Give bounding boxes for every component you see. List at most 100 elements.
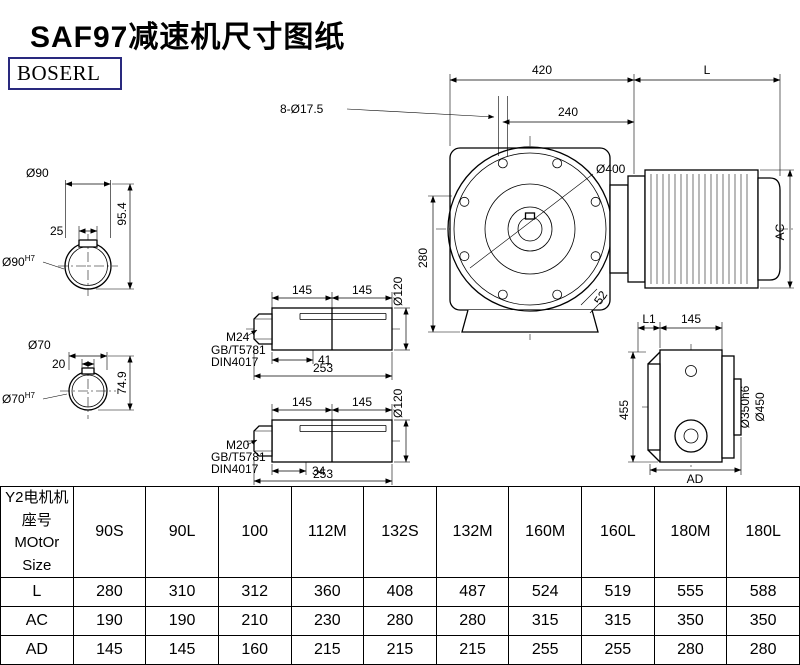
- label-flange-diameter: Ø400: [596, 162, 626, 176]
- table-cell: 312: [217, 577, 292, 607]
- dim-145: 145: [681, 312, 701, 326]
- table-cell: 310: [145, 577, 219, 607]
- column-header: 90S: [72, 486, 147, 578]
- motor-size-table: Y2电机机座号 MOtOr Size 90S 90L 100 112M 132S…: [0, 486, 800, 665]
- dim-L1: L1: [642, 312, 656, 326]
- dim-41: 41: [318, 353, 332, 367]
- output-shaft-detail-m24: 145 145 Ø120 M24 GB/T5781 DIN4017 41: [211, 276, 410, 380]
- label-spigot-diameter: Ø350h6: [738, 385, 752, 428]
- header-cn: Y2电机机座号: [5, 489, 69, 529]
- table-cell: 215: [435, 635, 510, 665]
- table-cell: 145: [72, 635, 147, 665]
- dim-145-left: 145: [292, 283, 312, 297]
- label-bolt-holes: 8-Ø17.5: [280, 102, 324, 116]
- column-header: 180L: [726, 486, 800, 578]
- dim-253: 253: [313, 467, 333, 481]
- table-cell: 315: [508, 606, 582, 636]
- label-gb-standard: GB/T5781: [211, 450, 266, 464]
- dim-253: 253: [313, 361, 333, 375]
- dim-20: 20: [52, 357, 66, 371]
- table-cell: 588: [726, 577, 800, 607]
- table-cell: 280: [435, 606, 510, 636]
- column-header: 160L: [581, 486, 655, 578]
- table-cell: 280: [653, 635, 728, 665]
- table-cell: 215: [290, 635, 365, 665]
- table-cell: 519: [581, 577, 655, 607]
- table-cell: 255: [508, 635, 582, 665]
- dim-95-4: 95.4: [115, 202, 129, 226]
- table-cell: 145: [145, 635, 219, 665]
- column-header: 180M: [653, 486, 728, 578]
- table-cell: 215: [363, 635, 437, 665]
- table-cell: 190: [72, 606, 147, 636]
- table-cell: 280: [726, 635, 800, 665]
- column-header: 90L: [145, 486, 219, 578]
- side-view: L1 145 455 Ø350h6 Ø450 AD: [617, 312, 767, 486]
- dim-145-left: 145: [292, 395, 312, 409]
- table-cell: 280: [363, 606, 437, 636]
- label-thread-m24: M24: [226, 330, 250, 344]
- table-cell: 315: [581, 606, 655, 636]
- table-cell: 255: [581, 635, 655, 665]
- output-shaft-detail-m20: 145 145 Ø120 M20 GB/T5781 DIN4017 34: [211, 388, 410, 485]
- technical-drawing: Ø90 95.4 25 Ø90H7 Ø70 74.9: [2, 63, 795, 486]
- table-cell: 190: [145, 606, 219, 636]
- row-label: L: [0, 577, 74, 607]
- table-cell: 350: [726, 606, 800, 636]
- dim-34: 34: [312, 464, 326, 478]
- dim-o120: Ø120: [391, 276, 405, 306]
- dim-25: 25: [50, 224, 64, 238]
- table-header-motor-size: Y2电机机座号 MOtOr Size: [0, 486, 74, 578]
- table-cell: 280: [72, 577, 147, 607]
- page-title: SAF97减速机尺寸图纸: [30, 21, 346, 54]
- shaft-end-view-70: Ø70 74.9 20 Ø70H7: [2, 338, 134, 419]
- column-header: 100: [217, 486, 292, 578]
- dim-L: L: [704, 63, 711, 77]
- dim-420: 420: [532, 63, 552, 77]
- table-cell: 408: [363, 577, 437, 607]
- label-o70h7: Ø70H7: [2, 391, 35, 406]
- dim-o120: Ø120: [391, 388, 405, 418]
- column-header: 132M: [435, 486, 510, 578]
- label-gb-standard: GB/T5781: [211, 343, 266, 357]
- drawing-sheet: SAF97减速机尺寸图纸 BOSERL Ø90 95.4: [0, 21, 800, 665]
- table-cell: 230: [290, 606, 365, 636]
- boserl-logo-text: BOSERL: [17, 61, 101, 85]
- dim-o90: Ø90: [26, 166, 49, 180]
- dim-o70: Ø70: [28, 338, 51, 352]
- dim-74-9: 74.9: [115, 371, 129, 395]
- dim-145-right: 145: [352, 395, 372, 409]
- dim-AD: AD: [687, 472, 704, 486]
- dim-280: 280: [416, 248, 430, 268]
- column-header: 160M: [508, 486, 582, 578]
- dim-240: 240: [558, 105, 578, 119]
- table-cell: 160: [217, 635, 292, 665]
- label-o90h7: Ø90H7: [2, 254, 35, 269]
- dim-455: 455: [617, 400, 631, 420]
- column-header: 132S: [363, 486, 437, 578]
- table-cell: 487: [435, 577, 510, 607]
- header-en: MOtOr Size: [14, 534, 60, 574]
- table-cell: 524: [508, 577, 582, 607]
- shaft-end-view-90: Ø90 95.4 25 Ø90H7: [2, 166, 134, 296]
- column-header: 112M: [290, 486, 365, 578]
- dim-AC: AC: [773, 223, 787, 240]
- table-row-L: L 280 310 312 360 408 487 524 519 555 58…: [0, 577, 800, 607]
- table-header-row: Y2电机机座号 MOtOr Size 90S 90L 100 112M 132S…: [0, 486, 800, 578]
- dim-145-right: 145: [352, 283, 372, 297]
- table-cell: 210: [217, 606, 292, 636]
- table-cell: 555: [653, 577, 728, 607]
- label-din-standard: DIN4017: [211, 355, 259, 369]
- table-cell: 360: [290, 577, 365, 607]
- table-row-AC: AC 190 190 210 230 280 280 315 315 350 3…: [0, 606, 800, 636]
- label-thread-m20: M20: [226, 438, 250, 452]
- label-flange-od: Ø450: [753, 392, 767, 422]
- table-cell: 350: [653, 606, 728, 636]
- boserl-logo: BOSERL: [8, 57, 122, 90]
- motor: [609, 169, 781, 289]
- table-row-AD: AD 145 145 160 215 215 215 255 255 280 2…: [0, 635, 800, 665]
- row-label: AC: [0, 606, 74, 636]
- row-label: AD: [0, 635, 74, 665]
- main-front-view: 420 L 240 8-Ø17.5 Ø400 280 52 AC: [280, 63, 795, 340]
- label-din-standard: DIN4017: [211, 462, 259, 476]
